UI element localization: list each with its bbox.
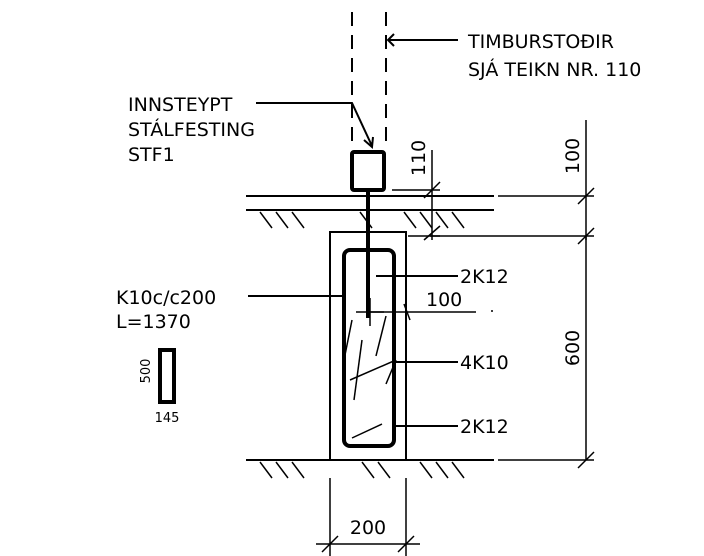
stirrup-label-line2: L=1370 [116,311,191,333]
fixing-label-line2: STÁLFESTING [128,118,255,141]
dim-footing-width-text: 200 [350,517,386,539]
post-label-line1: TIMBURSTOÐIR [467,31,614,53]
fixing-label-line1: INNSTEYPT [128,94,233,116]
leader-dot [491,310,493,312]
dim-center-offset-text: 100 [426,289,462,311]
post-leader [386,33,458,47]
dim-center-offset [370,303,476,321]
dim-footing-width [316,478,420,556]
stirrup-label-line1: K10c/c200 [116,287,216,309]
concrete-footing [329,231,407,461]
rebar-bottom-label: 2K12 [460,416,509,438]
fixing-leader [256,102,374,150]
stirrup-detail-height: 500 [139,359,154,384]
rebar-top-label: 2K12 [460,266,509,288]
stirrup-detail-shape [158,348,176,404]
dim-top-to-ground [430,120,595,245]
steel-fixing-plate [350,150,386,192]
dim-footing-height-text: 600 [562,330,584,366]
ground-line-top [246,195,494,229]
stirrup-detail-width: 145 [155,411,180,426]
ground-line-bottom [246,459,494,479]
post-label-line2: SJÁ TEIKN NR. 110 [468,58,641,81]
dim-top-to-ground-text: 100 [562,138,584,174]
dim-embed-depth-text: 110 [408,140,430,176]
longitudinal-bars [343,315,397,439]
dim-footing-height [498,236,595,469]
timber-post-outline [351,12,387,150]
stirrup [342,248,396,448]
rebar-mid-label: 4K10 [460,352,509,374]
fixing-label-line3: STF1 [128,144,175,166]
